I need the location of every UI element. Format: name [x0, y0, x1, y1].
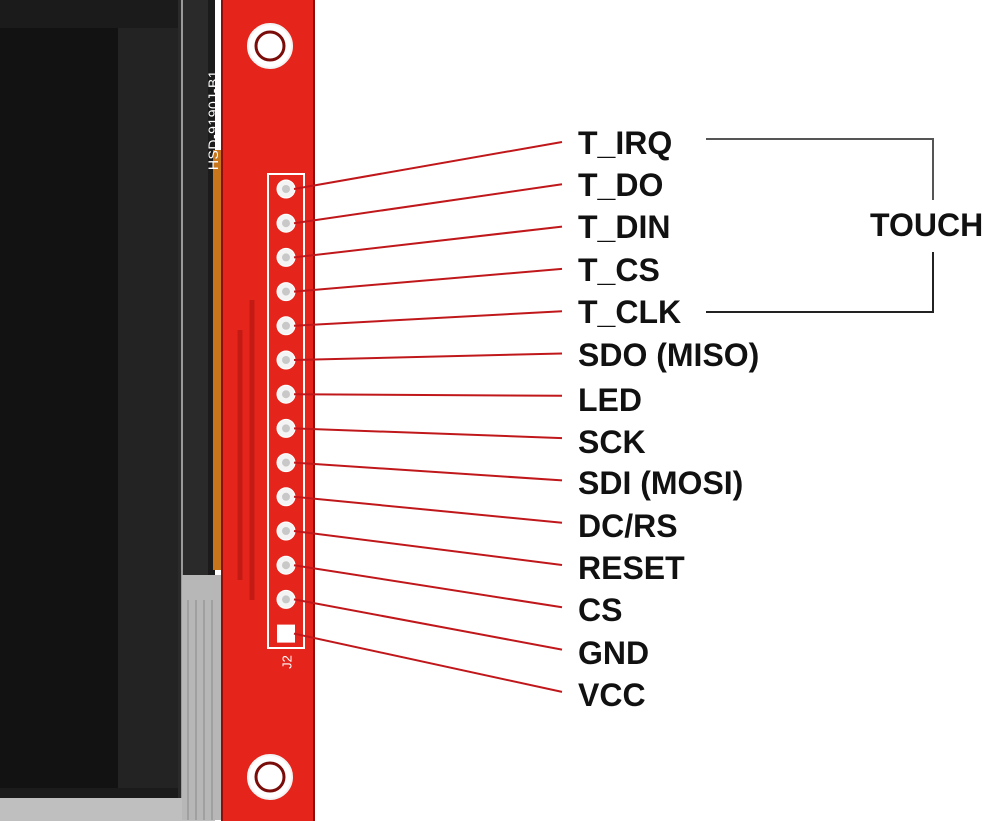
leader-line-sdo-miso [293, 352, 563, 361]
leader-line-vcc [293, 632, 563, 693]
pin-label-sdo-miso: SDO (MISO) [578, 337, 760, 373]
leader-lines [293, 141, 563, 693]
pin-label-led: LED [578, 382, 642, 418]
touch-bracket [706, 138, 934, 313]
header-pad-hole-sck [282, 424, 290, 433]
header-pad-hole-gnd [282, 595, 290, 604]
header-pad-hole-cs [282, 561, 290, 570]
leader-line-cs [293, 564, 563, 609]
leader-line-t-din [293, 225, 563, 259]
leader-line-t-irq [293, 141, 563, 190]
connector-marking-text: J2 [279, 655, 295, 669]
pin-label-t-cs: T_CS [578, 252, 660, 288]
header-pad-hole-sdo-miso [282, 356, 290, 364]
header-pad-hole-t-irq [282, 185, 290, 193]
mounting-hole-bottom [247, 754, 293, 800]
pin-label-t-clk: T_CLK [578, 294, 682, 330]
lcd-border-dark [118, 28, 178, 788]
leader-line-t-do [293, 183, 563, 225]
pin-label-sck: SCK [578, 424, 646, 460]
header-pad-hole-t-cs [282, 287, 290, 296]
header-pad-hole-t-clk [282, 321, 290, 330]
pin-label-vcc: VCC [578, 677, 646, 713]
header-pads [276, 179, 296, 643]
pin-label-sdi-mosi: SDI (MOSI) [578, 465, 744, 501]
header-pad-hole-t-do [282, 219, 290, 228]
model-marking-text: HSD-9190J-B1 [205, 69, 221, 171]
leader-line-sck [293, 427, 563, 440]
lcd-active-area [0, 28, 118, 788]
model-marking: HSD-9190J-B1 [203, 35, 223, 205]
touch-group-label: TOUCH [870, 207, 984, 243]
leader-line-sdi-mosi [293, 461, 563, 482]
leader-line-t-clk [293, 310, 563, 327]
pin-label-dc-rs: DC/RS [578, 508, 678, 544]
pin-label-reset: RESET [578, 550, 685, 586]
pin-label-cs: CS [578, 592, 623, 628]
pin-label-t-do: T_DO [578, 167, 664, 203]
leader-line-dc-rs [293, 495, 563, 524]
header-pad-hole-reset [282, 527, 290, 535]
leader-line-t-cs [293, 267, 563, 293]
pin-label-gnd: GND [578, 635, 650, 671]
header-pad-hole-led [282, 390, 290, 399]
mounting-hole-top [247, 23, 293, 69]
leader-line-reset [293, 530, 563, 566]
leader-line-gnd [293, 598, 563, 651]
pin-label-t-irq: T_IRQ [578, 125, 673, 161]
header-pad-hole-sdi-mosi [282, 458, 290, 467]
touch-panel-frame [0, 798, 215, 821]
header-pad-vcc [277, 624, 295, 643]
connector-marking: J2 [279, 650, 295, 674]
pin-label-t-din: T_DIN [578, 209, 671, 245]
pcb-trace [237, 300, 255, 600]
leader-line-led [293, 393, 563, 397]
header-outline [267, 173, 305, 649]
header-pad-hole-t-din [282, 253, 290, 262]
header-pad-hole-dc-rs [282, 492, 290, 501]
lcd-module [0, 0, 315, 821]
